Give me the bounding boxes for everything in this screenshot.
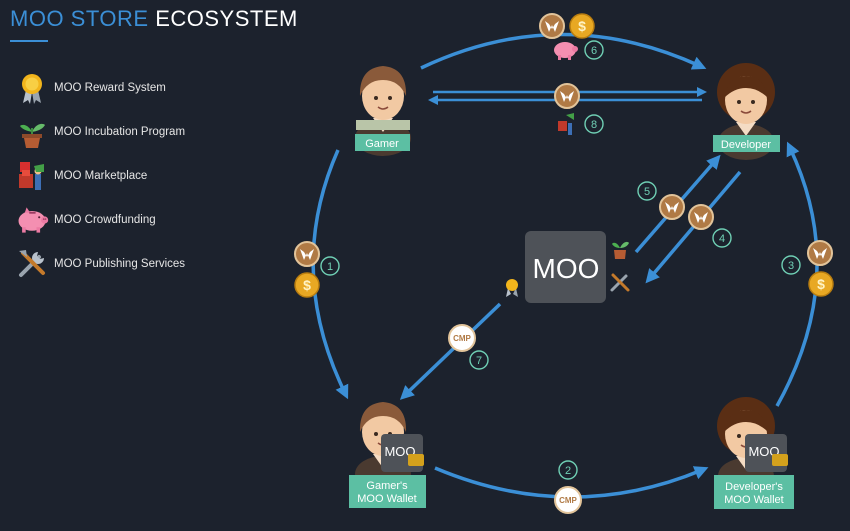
sprout-pot-icon <box>20 123 45 148</box>
legend-item-publishing: MOO Publishing Services <box>14 246 185 282</box>
gamer-wallet-node: MOO Gamer's MOO Wallet <box>349 402 426 508</box>
developer-label: Developer <box>721 139 771 151</box>
step-2-tokens: CMP 2 <box>554 460 582 514</box>
piggy-bank-icon <box>554 42 578 60</box>
title-part-1: MOO STORE <box>10 6 149 31</box>
cmp-token-label: CMP <box>453 334 471 343</box>
gamer-wallet-lock-icon <box>408 454 424 466</box>
gamer-wallet-avatar <box>354 402 412 493</box>
m-token-icon <box>807 240 833 266</box>
step-2-number: 2 <box>565 465 571 477</box>
tools-icon <box>19 250 45 277</box>
gamer-label: Gamer <box>365 138 399 150</box>
developer-wallet-lock-icon <box>772 454 788 466</box>
m-token-icon <box>688 204 714 230</box>
legend-label-crowdfunding: MOO Crowdfunding <box>54 214 156 226</box>
legend-label-marketplace: MOO Marketplace <box>54 170 148 182</box>
medal-icon <box>22 74 42 104</box>
medal-icon <box>506 279 518 297</box>
legend-item-reward: MOO Reward System <box>14 70 166 106</box>
m-token-icon <box>659 194 685 220</box>
step-1-number: 1 <box>327 261 333 273</box>
legend-item-marketplace: MOO Marketplace <box>14 158 147 194</box>
step-5-tokens: 5 <box>637 181 685 220</box>
developer-wallet-logo: MOO <box>748 444 779 459</box>
gamer-avatar <box>354 66 412 157</box>
moo-center-node: MOO <box>506 231 630 303</box>
step-7-number: 7 <box>476 355 482 367</box>
developer-node: Developer <box>713 63 780 161</box>
moo-logo-box <box>525 231 606 303</box>
arrow-gamer-to-wallet <box>311 149 349 400</box>
moo-logo: MOO <box>533 253 600 284</box>
market-icon <box>558 113 574 135</box>
step-8-number: 8 <box>591 119 597 131</box>
sprout-pot-icon <box>612 241 629 259</box>
step-4-tokens: 4 <box>688 204 732 248</box>
legend-item-incubation: MOO Incubation Program <box>14 114 185 150</box>
gamer-wallet-logo: MOO <box>384 444 415 459</box>
cmp-token-label: CMP <box>559 496 577 505</box>
legend-item-crowdfunding: MOO Crowdfunding <box>14 202 156 238</box>
cmp-token-icon <box>554 486 582 514</box>
gamer-node: Gamer <box>354 66 412 157</box>
gamer-label-bg <box>355 134 410 151</box>
developer-wallet-label-bg <box>714 475 794 509</box>
developer-avatar <box>717 63 775 161</box>
market-icon <box>19 162 44 190</box>
developer-wallet-node: MOO Developer's MOO Wallet <box>714 397 794 509</box>
page-title: MOO STORE ECOSYSTEM <box>10 6 298 32</box>
step-6-number: 6 <box>591 45 597 57</box>
tools-icon <box>610 273 630 292</box>
gamer-wallet-label-1: Gamer's <box>366 480 408 492</box>
m-token-icon <box>294 241 320 267</box>
developer-label-bg <box>713 135 780 152</box>
m-token-icon <box>539 13 565 39</box>
legend-label-publishing: MOO Publishing Services <box>54 258 186 270</box>
coin-icon <box>294 272 320 298</box>
step-3-tokens: 3 <box>781 240 834 297</box>
arrow-moo-to-gamer-wallet <box>399 302 502 400</box>
cmp-token-icon <box>448 324 476 352</box>
step-3-number: 3 <box>788 260 794 272</box>
coin-icon <box>569 13 595 39</box>
legend-label-reward: MOO Reward System <box>54 82 166 94</box>
step-8-tokens: 8 <box>554 83 604 135</box>
m-token-icon <box>554 83 580 109</box>
step-7-tokens: CMP 7 <box>448 324 489 370</box>
gamer-wallet-label-2: MOO Wallet <box>357 493 417 505</box>
title-underline <box>10 40 48 42</box>
legend-label-incubation: MOO Incubation Program <box>54 126 186 138</box>
step-1-tokens: 1 <box>294 241 340 298</box>
title-part-2: ECOSYSTEM <box>155 6 298 31</box>
piggy-bank-icon <box>18 207 49 233</box>
step-4-number: 4 <box>719 233 725 245</box>
developer-wallet-label-1: Developer's <box>725 481 783 493</box>
gamer-wallet-label-bg <box>349 475 426 508</box>
step-6-tokens: 6 <box>539 13 604 60</box>
coin-icon <box>808 271 834 297</box>
step-5-number: 5 <box>644 186 650 198</box>
developer-wallet-label-2: MOO Wallet <box>724 494 784 506</box>
